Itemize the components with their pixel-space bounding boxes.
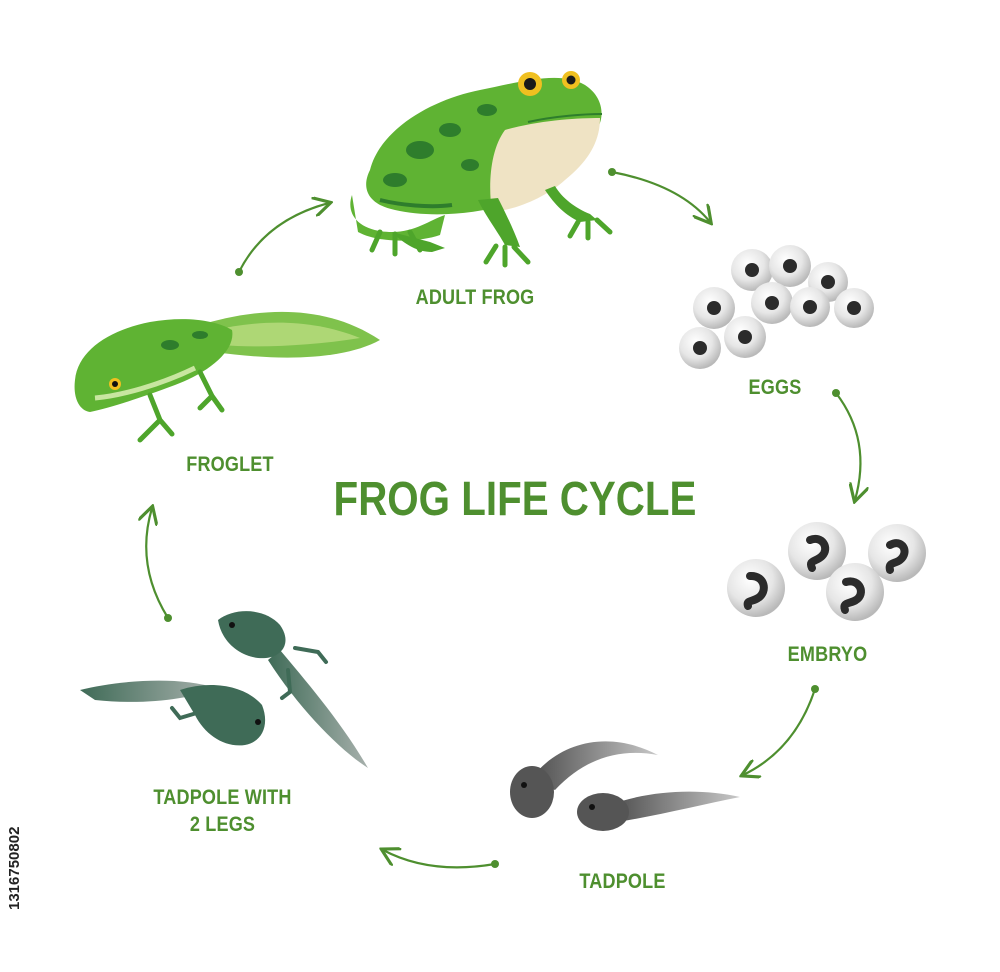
- label-embryo: EMBRYO: [778, 642, 877, 668]
- arrow-adult-to-eggs: [608, 168, 710, 222]
- label-tadpole: TADPOLE: [569, 869, 677, 895]
- arrow-eggs-to-embryo: [832, 389, 860, 500]
- label-tadpole-with-2-legs-line2: 2 LEGS: [143, 812, 302, 838]
- stock-id-watermark: 1316750802: [6, 730, 28, 930]
- eggs-illustration: [679, 245, 874, 369]
- arrow-froglet-to-adult: [235, 203, 329, 276]
- froglet-illustration: [75, 312, 380, 440]
- arrow-tadpole-to-two-legs: [383, 850, 499, 868]
- label-adult-frog: ADULT FROG: [411, 285, 540, 311]
- diagram-title: FROG LIFE CYCLE: [318, 472, 713, 527]
- label-eggs: EGGS: [728, 375, 823, 401]
- adult-frog-illustration: [350, 71, 610, 265]
- arrow-two-legs-to-froglet: [146, 508, 172, 622]
- stock-id-text: 1316750802: [6, 827, 23, 910]
- tadpole-with-legs-illustration: [80, 611, 368, 768]
- label-tadpole-with-2-legs-line1: TADPOLE WITH: [143, 785, 302, 811]
- embryo-illustration: [727, 522, 926, 621]
- arrow-embryo-to-tadpole: [743, 685, 819, 775]
- label-froglet: FROGLET: [174, 452, 286, 478]
- tadpole-illustration: [510, 741, 740, 831]
